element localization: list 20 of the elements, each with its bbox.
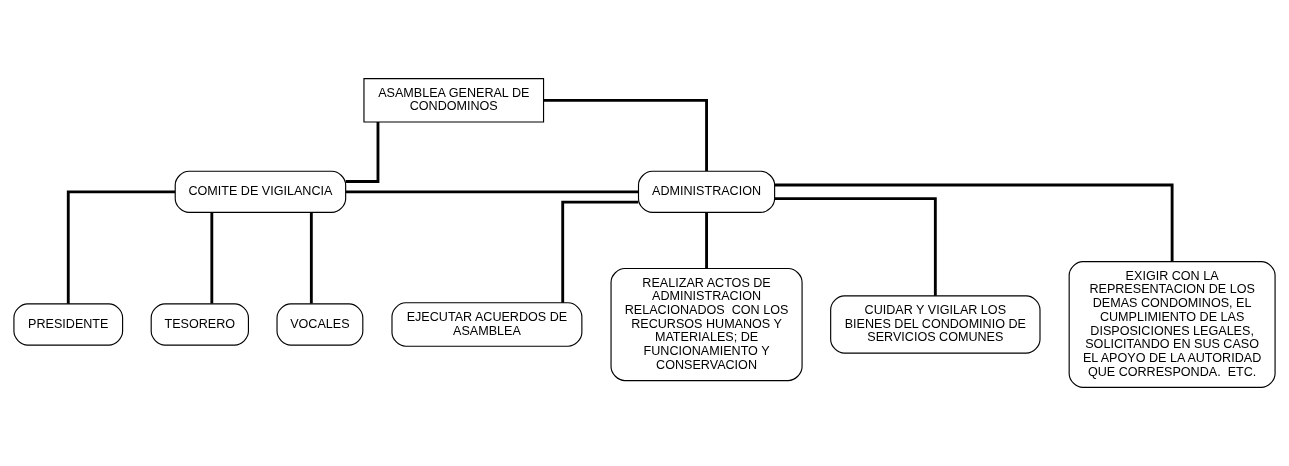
connector bbox=[705, 212, 708, 269]
connector bbox=[309, 212, 313, 304]
connector bbox=[345, 122, 380, 183]
node-box: PRESIDENTE bbox=[13, 303, 124, 346]
node-box: VOCALES bbox=[276, 303, 364, 346]
connector bbox=[774, 197, 937, 296]
node-box: CUIDAR Y VIGILAR LOS BIENES DEL CONDOMINIO DE SERVICIOS COMUNES bbox=[830, 295, 1041, 354]
connector bbox=[561, 200, 639, 303]
connector bbox=[210, 212, 214, 304]
node-box: EJECUTAR ACUERDOS DE ASAMBLEA bbox=[391, 302, 583, 347]
connector bbox=[543, 98, 708, 172]
node-box: TESORERO bbox=[150, 303, 249, 346]
node-box: ASAMBLEA GENERAL DE CONDOMINOS bbox=[363, 78, 545, 123]
node-box: REALIZAR ACTOS DE ADMINISTRACION RELACIONADOS CON LOS RECURSOS HUMANOS Y MATERIALES; DE FUNCIONAMIENTO Y CONSERVACION bbox=[610, 267, 803, 382]
connector bbox=[66, 190, 176, 304]
node-box: ADMINISTRACION bbox=[637, 170, 776, 213]
connector bbox=[345, 190, 639, 194]
node-box: COMITE DE VIGILANCIA bbox=[174, 170, 347, 213]
connector bbox=[774, 183, 1174, 262]
node-box: EXIGIR CON LA REPRESENTACION DE LOS DEMAS CONDOMINOS, EL CUMPLIMIENTO DE LAS DISPOSICIONES LEGALES, SOLICITANDO EN SUS CASO EL APOYO DE LA AUTORIDAD QUE CORRESPONDA. ETC. bbox=[1068, 261, 1276, 388]
